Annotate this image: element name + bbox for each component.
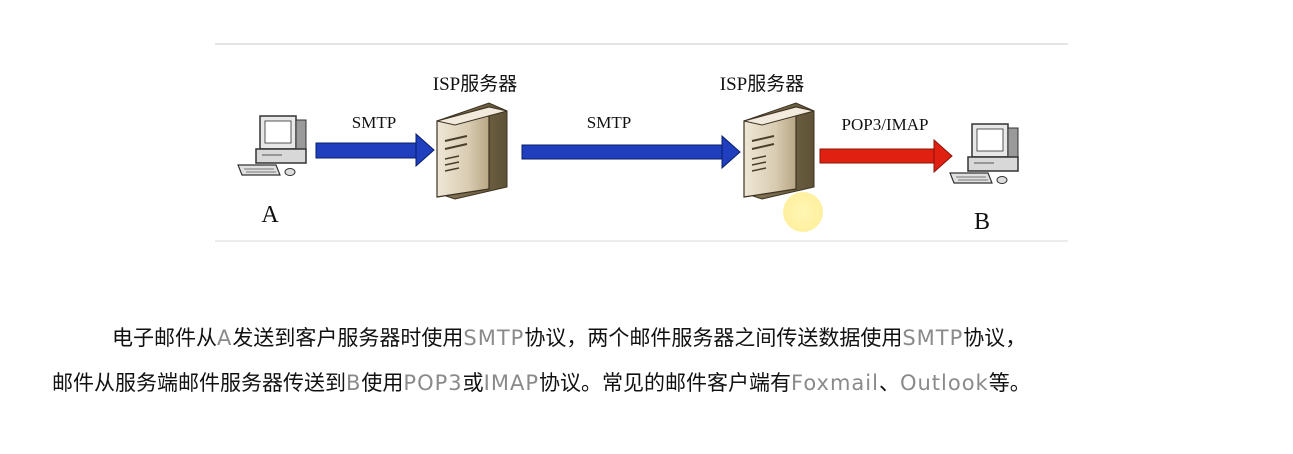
- caption-term: A: [217, 326, 233, 350]
- smtp-arrow-1: [315, 132, 435, 168]
- caption-text: 协议，两个邮件服务器之间传送数据使用: [524, 326, 903, 350]
- computer-b-icon: [949, 123, 1019, 184]
- caption-term: SMTP: [463, 326, 525, 350]
- caption-line-1: 电子邮件从A发送到客户服务器时使用SMTP协议，两个邮件服务器之间传送数据使用S…: [0, 328, 1293, 349]
- pop3-imap-label: POP3/IMAP: [842, 115, 929, 134]
- caption-text: 使用: [361, 371, 404, 395]
- caption-text: 协议。常见的邮件客户端有: [538, 371, 791, 395]
- caption-term: Foxmail: [790, 371, 879, 395]
- caption-text: 等。: [988, 371, 1031, 395]
- caption-line-2: 邮件从服务端邮件服务器传送到B使用POP3或IMAP协议。常见的邮件客户端有Fo…: [0, 373, 1293, 394]
- caption-text: 邮件从服务端邮件服务器传送到: [52, 371, 346, 395]
- client-b-label: B: [974, 209, 990, 235]
- caption-term: IMAP: [483, 371, 539, 395]
- caption-term: Outlook: [899, 371, 989, 395]
- caption-term: SMTP: [902, 326, 964, 350]
- caption-text: 发送到客户服务器时使用: [232, 326, 464, 350]
- computer-a-icon: [237, 115, 307, 176]
- caption-text: 协议，: [963, 326, 1027, 350]
- smtp-arrow-2: [521, 134, 741, 170]
- server-left-label: ISP服务器: [433, 73, 517, 95]
- client-a-label: A: [261, 202, 279, 228]
- caption-text: 电子邮件从: [112, 326, 217, 350]
- caption-term: B: [346, 371, 362, 395]
- caption-text: 或: [462, 371, 484, 395]
- smtp-label-2: SMTP: [587, 113, 631, 132]
- caption-term: POP3: [403, 371, 463, 395]
- smtp-label-1: SMTP: [352, 113, 396, 132]
- server-left-icon: [436, 102, 508, 200]
- server-right-icon: [743, 102, 815, 200]
- caption-text: 、: [878, 371, 900, 395]
- server-right-label: ISP服务器: [720, 73, 804, 95]
- email-flow-diagram: SMTP ISP服务器 SMTP ISP服务器 POP3/IMAP: [215, 43, 1068, 242]
- pop3-imap-arrow: [819, 138, 953, 174]
- cursor-highlight: [783, 192, 823, 232]
